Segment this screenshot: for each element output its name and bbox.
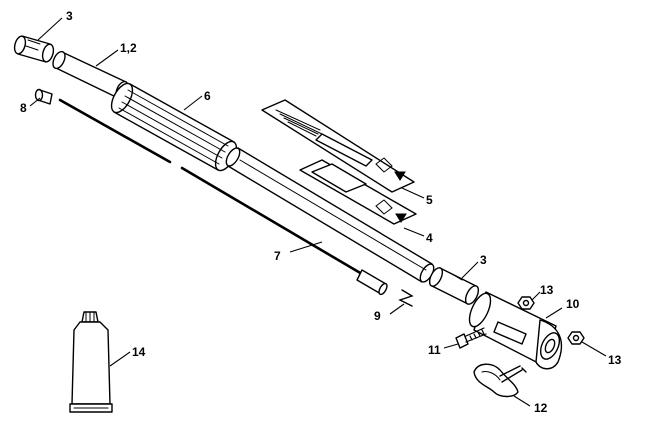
callout-6: 6 bbox=[204, 89, 211, 103]
part-5-label bbox=[261, 99, 425, 199]
part-12-wing-knob bbox=[473, 363, 531, 407]
callout-11: 11 bbox=[428, 343, 441, 357]
callout-3-mid: 3 bbox=[480, 253, 487, 267]
part-13-nut-top bbox=[517, 291, 541, 310]
part-6-grip bbox=[110, 82, 238, 172]
part-8-nut bbox=[29, 88, 53, 107]
main-drive-tube bbox=[225, 147, 435, 283]
callout-10: 10 bbox=[566, 297, 580, 311]
callout-12: 12 bbox=[534, 401, 548, 415]
part-3-connector-sleeve bbox=[13, 17, 63, 63]
callout-1-2: 1,2 bbox=[120, 41, 137, 55]
callout-8: 8 bbox=[20, 101, 27, 115]
part-10-clamp-housing bbox=[468, 291, 563, 370]
part-3-connector-sleeve-lower bbox=[428, 261, 480, 305]
part-13-nut-right bbox=[567, 331, 607, 357]
callout-5: 5 bbox=[426, 193, 433, 207]
part-14-grease-tube bbox=[69, 311, 131, 413]
callout-13-top: 13 bbox=[540, 283, 554, 297]
callout-4: 4 bbox=[426, 231, 433, 245]
callout-7: 7 bbox=[274, 249, 281, 263]
part-4-label bbox=[299, 159, 425, 237]
callout-14: 14 bbox=[132, 345, 146, 359]
part-9-spring-clip bbox=[389, 289, 414, 315]
part-11-screw bbox=[443, 327, 487, 349]
callout-9: 9 bbox=[374, 309, 381, 323]
callout-13-right: 13 bbox=[608, 353, 622, 367]
part-7-drive-shaft bbox=[58, 98, 388, 296]
callout-3-top: 3 bbox=[66, 9, 73, 23]
